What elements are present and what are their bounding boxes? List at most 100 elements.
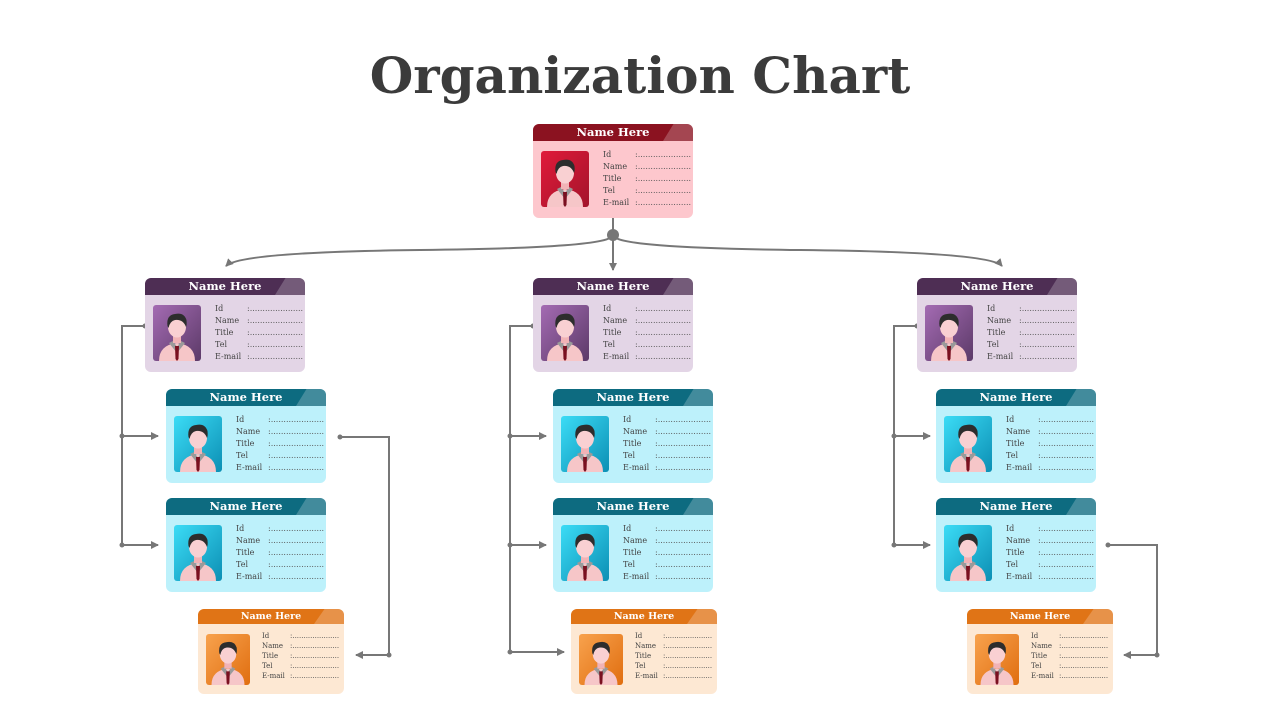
field-value: :..................... <box>655 524 712 533</box>
field-row: Name:..................... <box>603 315 691 327</box>
field-row: Tel:..................... <box>1006 559 1094 571</box>
avatar-icon <box>561 525 609 581</box>
field-label: Tel <box>262 662 273 670</box>
field-row: Id:..................... <box>215 303 303 315</box>
field-row: Tel:..................... <box>603 339 691 351</box>
field-label: E-mail <box>623 463 650 472</box>
header-ribbon <box>275 278 305 295</box>
field-label: E-mail <box>1006 572 1033 581</box>
field-label: Name <box>1031 642 1053 650</box>
field-row: Title:..................... <box>987 327 1075 339</box>
org-card-teal: Name Here Id:.....................Name:.… <box>936 389 1096 483</box>
field-row: Tel:..................... <box>623 559 711 571</box>
field-value: :..................... <box>268 560 325 569</box>
card-header: Name Here <box>533 124 693 141</box>
field-row: Name:..................... <box>236 426 324 438</box>
field-label: Tel <box>236 560 249 569</box>
card-fields: Id:.....................Name:...........… <box>1031 631 1108 681</box>
field-row: Title:..................... <box>236 547 324 559</box>
field-value: :..................... <box>1038 572 1095 581</box>
org-card-teal: Name Here Id:.....................Name:.… <box>166 498 326 592</box>
field-row: E-mail:..................... <box>603 197 691 209</box>
field-label: Id <box>1006 415 1015 424</box>
card-fields: Id:.....................Name:...........… <box>236 523 324 583</box>
field-value: :..................... <box>1038 536 1095 545</box>
field-value: :..................... <box>635 198 692 207</box>
card-name: Name Here <box>209 390 283 404</box>
field-row: Name:..................... <box>623 426 711 438</box>
card-header: Name Here <box>936 498 1096 515</box>
field-value: :..................... <box>1019 352 1076 361</box>
field-value: :..................... <box>635 340 692 349</box>
field-row: Id:..................... <box>603 303 691 315</box>
field-row: Title:..................... <box>635 651 712 661</box>
field-label: Title <box>236 548 255 557</box>
field-value: :..................... <box>1038 548 1095 557</box>
card-name: Name Here <box>576 125 650 139</box>
field-value: :..................... <box>635 352 692 361</box>
field-label: Tel <box>236 451 249 460</box>
field-row: Tel:..................... <box>635 661 712 671</box>
field-value: :..................... <box>268 451 325 460</box>
field-value: :..................... <box>655 439 712 448</box>
avatar-icon <box>153 305 201 361</box>
field-label: Tel <box>1031 662 1042 670</box>
field-row: Name:..................... <box>236 535 324 547</box>
field-row: E-mail:..................... <box>623 571 711 583</box>
card-name: Name Here <box>1009 611 1071 622</box>
field-row: Name:..................... <box>1006 535 1094 547</box>
field-label: Id <box>603 304 612 313</box>
field-label: Id <box>1006 524 1015 533</box>
field-value: :..................... <box>1059 652 1109 660</box>
field-row: E-mail:..................... <box>262 671 339 681</box>
avatar-icon <box>206 634 250 685</box>
field-label: E-mail <box>603 352 630 361</box>
field-value: :..................... <box>290 642 340 650</box>
field-value: :..................... <box>1038 439 1095 448</box>
field-row: Id:..................... <box>236 414 324 426</box>
field-row: E-mail:..................... <box>236 571 324 583</box>
card-header: Name Here <box>198 609 344 624</box>
field-row: Name:..................... <box>215 315 303 327</box>
card-header: Name Here <box>571 609 717 624</box>
field-row: Id:..................... <box>236 523 324 535</box>
field-value: :..................... <box>268 536 325 545</box>
field-label: E-mail <box>635 672 658 680</box>
header-ribbon <box>683 389 713 406</box>
card-header: Name Here <box>936 389 1096 406</box>
field-value: :..................... <box>655 451 712 460</box>
field-value: :..................... <box>1059 662 1109 670</box>
field-row: Id:..................... <box>635 631 712 641</box>
field-label: Name <box>236 427 261 436</box>
field-row: E-mail:..................... <box>1006 571 1094 583</box>
field-value: :..................... <box>655 536 712 545</box>
card-header: Name Here <box>145 278 305 295</box>
field-value: :..................... <box>1059 672 1109 680</box>
org-card-purple: Name Here Id:.....................Name:.… <box>533 278 693 372</box>
field-value: :..................... <box>1059 642 1109 650</box>
field-value: :..................... <box>1038 560 1095 569</box>
card-name: Name Here <box>979 390 1053 404</box>
field-label: E-mail <box>215 352 242 361</box>
card-header: Name Here <box>553 389 713 406</box>
field-label: Tel <box>1006 560 1019 569</box>
field-value: :..................... <box>268 524 325 533</box>
card-fields: Id:.....................Name:...........… <box>987 303 1075 363</box>
field-label: Tel <box>987 340 1000 349</box>
field-label: Tel <box>623 560 636 569</box>
field-row: Title:..................... <box>236 438 324 450</box>
header-ribbon <box>314 609 344 624</box>
field-row: Tel:..................... <box>215 339 303 351</box>
field-value: :..................... <box>1019 328 1076 337</box>
field-label: Title <box>215 328 234 337</box>
field-label: Name <box>236 536 261 545</box>
field-row: E-mail:..................... <box>635 671 712 681</box>
field-value: :..................... <box>247 340 304 349</box>
field-value: :..................... <box>655 572 712 581</box>
field-label: Title <box>1006 439 1025 448</box>
field-value: :..................... <box>655 415 712 424</box>
field-row: Tel:..................... <box>1006 450 1094 462</box>
field-label: Title <box>1006 548 1025 557</box>
field-row: Name:..................... <box>635 641 712 651</box>
